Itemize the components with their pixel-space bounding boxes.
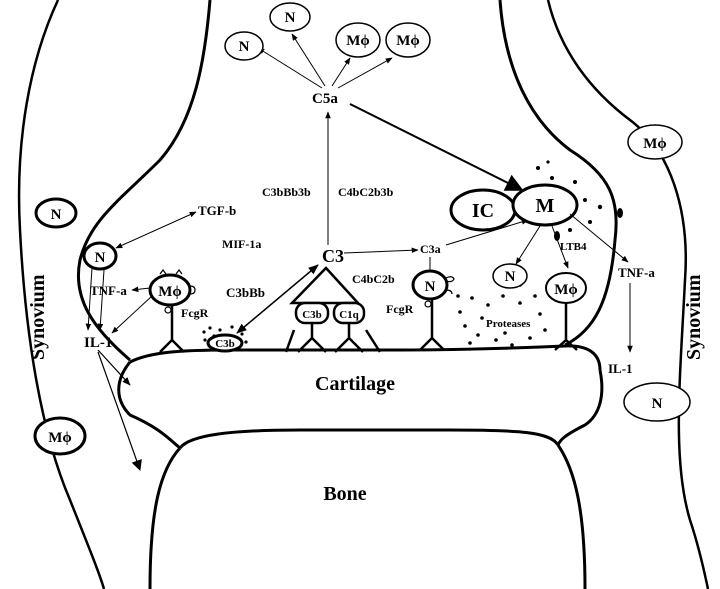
label-c5a: C5a <box>312 91 338 107</box>
cell-n-left: N <box>82 241 118 271</box>
arrow-c5a-n2 <box>291 33 326 87</box>
label-c3a: C3a <box>420 242 441 256</box>
svg-text:N: N <box>505 269 516 285</box>
svg-text:Mϕ: Mϕ <box>158 284 182 300</box>
label-bone: Bone <box>323 483 366 505</box>
cell-n-middle: N <box>411 269 455 301</box>
svg-text:N: N <box>239 39 250 55</box>
svg-text:N: N <box>652 396 663 412</box>
cell-mphi-top-1: Mϕ <box>335 22 381 58</box>
label-synovium-right: Synovium <box>683 274 705 360</box>
label-c3: C3 <box>322 246 344 266</box>
label-fcgr-middle: FcgR <box>386 302 414 316</box>
label-proteases: Proteases <box>486 318 531 330</box>
svg-text:Mϕ: Mϕ <box>554 282 578 298</box>
svg-text:Mϕ: Mϕ <box>346 33 370 49</box>
protease-dots <box>456 283 547 347</box>
label-tnf-a-right: TNF-a <box>618 265 655 280</box>
cell-n-right-inner: N <box>492 263 528 289</box>
cell-n-synovium-right: N <box>623 382 691 422</box>
cell-n-synovium-left: N <box>34 197 78 229</box>
arrow-c3-c3b <box>236 264 319 334</box>
joint-capsule-left <box>76 0 212 362</box>
cell-mphi-synovium-left: Mϕ <box>33 416 87 456</box>
c1q-box: C1q <box>332 301 366 325</box>
label-fcgr-left: FcgR <box>181 306 209 320</box>
fcgr-knob-left <box>164 306 172 314</box>
synovium-outline-left <box>17 0 106 589</box>
arrow-m-n <box>515 225 541 265</box>
complement-legs <box>284 323 382 353</box>
label-il1-left: IL-1 <box>84 335 112 351</box>
arrow-c5a-mphi1 <box>331 57 351 87</box>
joint-capsule-right <box>498 0 618 347</box>
svg-text:N: N <box>425 279 436 295</box>
label-tgf-b: TGF-b <box>198 203 236 218</box>
receptor-right <box>554 303 578 351</box>
svg-text:N: N <box>285 10 296 26</box>
arrow-m-tnf <box>569 213 629 263</box>
c3b-deposit: C3b <box>202 325 248 353</box>
arrow-c3-c3a <box>343 247 419 254</box>
arrow-m-mphi <box>551 225 569 269</box>
cell-n-top-1: N <box>224 31 264 61</box>
cell-m: M <box>511 183 579 227</box>
cell-mphi-top-2: Mϕ <box>385 22 431 58</box>
complement-triangle <box>289 266 361 305</box>
cartilage-bottom <box>178 428 560 450</box>
m-granule-dots <box>536 160 623 241</box>
svg-text:M: M <box>536 195 555 217</box>
arrow-c5a-m <box>349 103 524 191</box>
bone-outline-left <box>148 446 182 589</box>
immune-complex: IC <box>449 188 517 232</box>
svg-text:Mϕ: Mϕ <box>643 136 667 152</box>
bone-outline-right <box>556 444 587 589</box>
svg-text:N: N <box>95 250 106 266</box>
cell-mphi-right-inner: Mϕ <box>545 272 587 304</box>
arrow-mphi-il1 <box>111 295 153 334</box>
label-c3bbb: C3bBb <box>226 285 265 300</box>
arrow-il1-cartilage <box>97 349 131 386</box>
arrow-il1-bone <box>97 351 142 472</box>
arrow-n-il1-2 <box>97 269 105 331</box>
cartilage-outline <box>117 361 181 450</box>
svg-text:Mϕ: Mϕ <box>396 33 420 49</box>
arrow-c5a-mphi2 <box>337 57 393 89</box>
synovium-outline-right <box>546 0 710 589</box>
label-c4bc2b3b: C4bC2b3b <box>338 185 394 199</box>
label-c4bc2b: C4bC2b <box>352 272 395 286</box>
arrow-tgf-n <box>115 211 197 249</box>
svg-text:IC: IC <box>472 200 494 222</box>
svg-text:C3b: C3b <box>215 338 235 350</box>
cell-mphi-synovium-right: Mϕ <box>627 124 683 160</box>
fcgr-receptor-left <box>159 305 185 353</box>
label-synovium-left: Synovium <box>27 274 49 360</box>
label-tnf-a-left: TNF-a <box>90 283 127 298</box>
arrow-c3a-m <box>445 219 529 246</box>
label-il1-right: IL-1 <box>608 361 633 376</box>
svg-text:N: N <box>51 207 62 223</box>
svg-text:C3b: C3b <box>302 309 322 321</box>
fcgr-receptor-middle <box>419 300 445 351</box>
arrow-c5a-n1 <box>257 47 323 89</box>
label-mif-1a: MIF-1a <box>222 237 261 251</box>
cartilage-surface <box>129 344 602 371</box>
c3b-receptor-box: C3b <box>294 301 330 325</box>
cell-n-top-2: N <box>269 2 311 32</box>
label-cartilage: Cartilage <box>315 373 395 395</box>
arrow-n-il1-1 <box>85 267 93 331</box>
fcgr-knob-middle <box>424 300 432 308</box>
label-ltb4: LTB4 <box>560 241 587 253</box>
cartilage-right-edge <box>556 369 604 446</box>
cell-mphi-left: Mϕ <box>148 269 196 307</box>
arrow-mphi-tnf <box>131 286 151 293</box>
label-c3bbb3b: C3bBb3b <box>262 185 311 199</box>
svg-text:Mϕ: Mϕ <box>48 430 72 446</box>
svg-text:C1q: C1q <box>339 309 359 321</box>
